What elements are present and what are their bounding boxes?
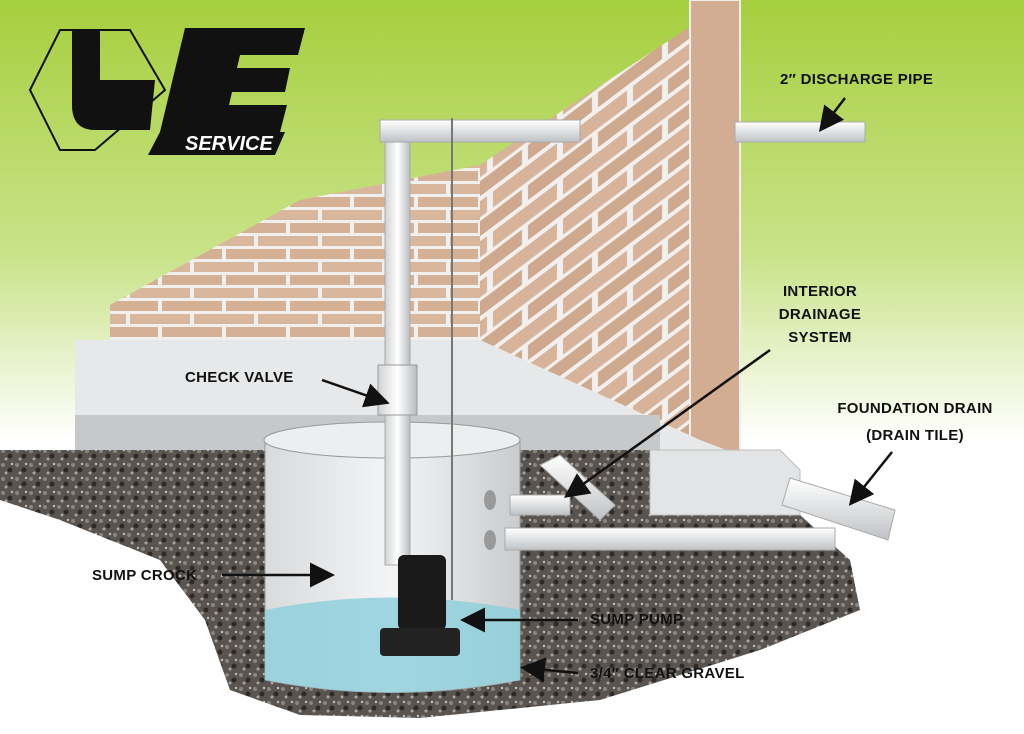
vertical-discharge-pipe bbox=[384, 124, 411, 566]
label-arrows bbox=[222, 97, 893, 683]
label-sump-pump: SUMP PUMP bbox=[590, 611, 684, 628]
lee-service-logo: SERVICE bbox=[28, 28, 305, 155]
label-discharge-pipe: 2″ DISCHARGE PIPE bbox=[780, 71, 934, 88]
label-line: FOUNDATION DRAIN bbox=[837, 400, 993, 417]
label-line: DRAINAGE bbox=[778, 306, 862, 323]
svg-text:SERVICE: SERVICE bbox=[185, 133, 273, 155]
label-line: INTERIOR bbox=[782, 283, 858, 300]
label-sump-crock: SUMP CROCK bbox=[92, 567, 198, 584]
label-clear-gravel: 3/4″ CLEAR GRAVEL bbox=[590, 665, 745, 682]
floor-slab bbox=[75, 340, 780, 470]
exterior-discharge-pipe bbox=[734, 121, 866, 143]
check-valve bbox=[377, 364, 418, 416]
label-line: (DRAIN TILE) bbox=[866, 427, 964, 444]
label-foundation-drain: FOUNDATION DRAIN (DRAIN TILE) bbox=[805, 395, 1024, 449]
footing bbox=[649, 449, 801, 516]
label-interior-drainage: INTERIOR DRAINAGE SYSTEM bbox=[760, 278, 880, 351]
interior-drain-pipe bbox=[504, 527, 836, 551]
wall-pillar bbox=[689, 0, 741, 466]
sump-pump bbox=[380, 555, 460, 656]
label-line: SYSTEM bbox=[788, 329, 852, 346]
label-check-valve: CHECK VALVE bbox=[185, 369, 294, 386]
side-brick-wall bbox=[480, 20, 700, 440]
